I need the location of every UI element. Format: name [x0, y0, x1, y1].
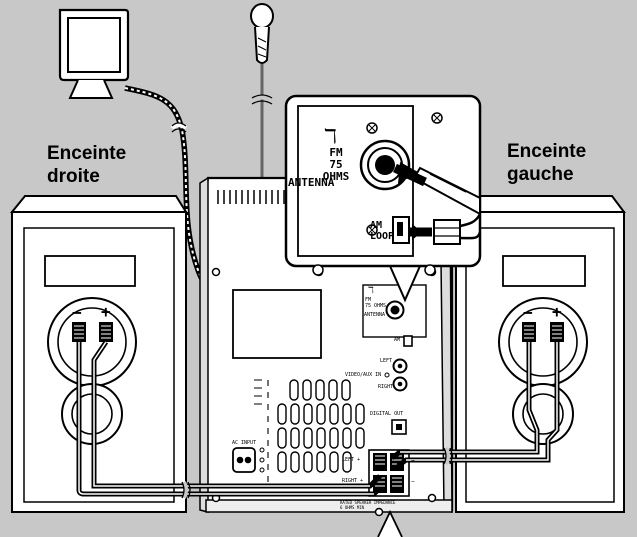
unit-antenna-label: ANTENNA — [364, 312, 386, 318]
right-speaker-label-line2: droite — [47, 166, 100, 187]
left-speaker-label-line1: Enceinte — [507, 141, 587, 162]
unit-aux-right-label: RIGHT — [378, 384, 394, 390]
left-speaker-plus: + — [552, 302, 562, 321]
unit-fm-line1: FM — [365, 297, 372, 303]
right-speaker-label-line1: Enceinte — [47, 143, 127, 164]
unit-aux-left-label: LEFT — [380, 358, 393, 364]
inset-am-label: AM LOOP — [370, 220, 394, 242]
right-speaker — [9, 195, 188, 513]
right-speaker-cable — [76, 340, 382, 499]
unit-speaker-right-minus: − — [411, 478, 415, 485]
unit-speaker-left-minus: − — [411, 457, 415, 464]
right-speaker-plus: + — [101, 302, 111, 321]
unit-speaker-left-label: LEFT + — [342, 457, 361, 463]
left-speaker-label: Enceinte gauche — [507, 140, 586, 186]
right-speaker-label: Enceinte droite — [47, 142, 126, 188]
left-speaker-cable — [390, 342, 560, 468]
unit-am-label: AM — [394, 337, 401, 343]
inset-antenna-symbol: ℸ — [324, 124, 337, 148]
unit-rated-impedance-label: RATED SPEAKER IMPEDANCE 6 OHMS MIN — [340, 500, 395, 510]
unit-digital-out — [391, 419, 407, 435]
unit-rated-line1: RATED SPEAKER IMPEDANCE — [340, 500, 396, 505]
inset-fm-line2: 75 OHMS — [322, 158, 350, 183]
left-speaker-label-line2: gauche — [507, 164, 574, 185]
unit-ac-input-label: AC INPUT — [232, 440, 257, 446]
inset-am-plug — [410, 213, 482, 245]
unit-video-aux-jacks — [384, 358, 408, 392]
right-speaker-minus: − — [72, 303, 82, 322]
unit-am-terminal — [403, 335, 413, 347]
inset-am-line2: LOOP — [370, 231, 395, 242]
unit-digital-out-label: DIGITAL OUT — [370, 411, 404, 417]
unit-fm-line2: 75 OHMS — [365, 303, 387, 309]
inset-fm-label: FM 75 OHMS — [318, 147, 354, 183]
unit-video-aux-label: VIDEO/AUX IN — [345, 372, 382, 378]
ac-input-socket — [232, 447, 265, 473]
unit-fm-terminal — [385, 300, 405, 320]
unit-speaker-terminals — [368, 449, 410, 497]
am-loop-antenna — [58, 8, 130, 99]
inset-am-terminal — [392, 216, 410, 244]
inset-am-line1: AM — [370, 220, 383, 231]
antenna-inset — [284, 94, 482, 303]
left-speaker-minus: − — [523, 303, 533, 322]
inset-fm-line1: FM — [329, 146, 343, 159]
unit-rated-line2: 6 OHMS MIN — [340, 505, 365, 510]
inset-antenna-label: ANTENNA — [288, 176, 335, 189]
unit-fm-label: FM 75 OHMS — [365, 297, 386, 309]
inset-fm-terminal — [359, 139, 411, 191]
main-unit — [199, 176, 454, 517]
unit-speaker-right-label: RIGHT + — [342, 478, 364, 484]
unit-antenna-symbol: ℸ — [368, 286, 374, 296]
callout-pointer — [377, 509, 403, 537]
inset-fm-plug — [393, 162, 481, 216]
